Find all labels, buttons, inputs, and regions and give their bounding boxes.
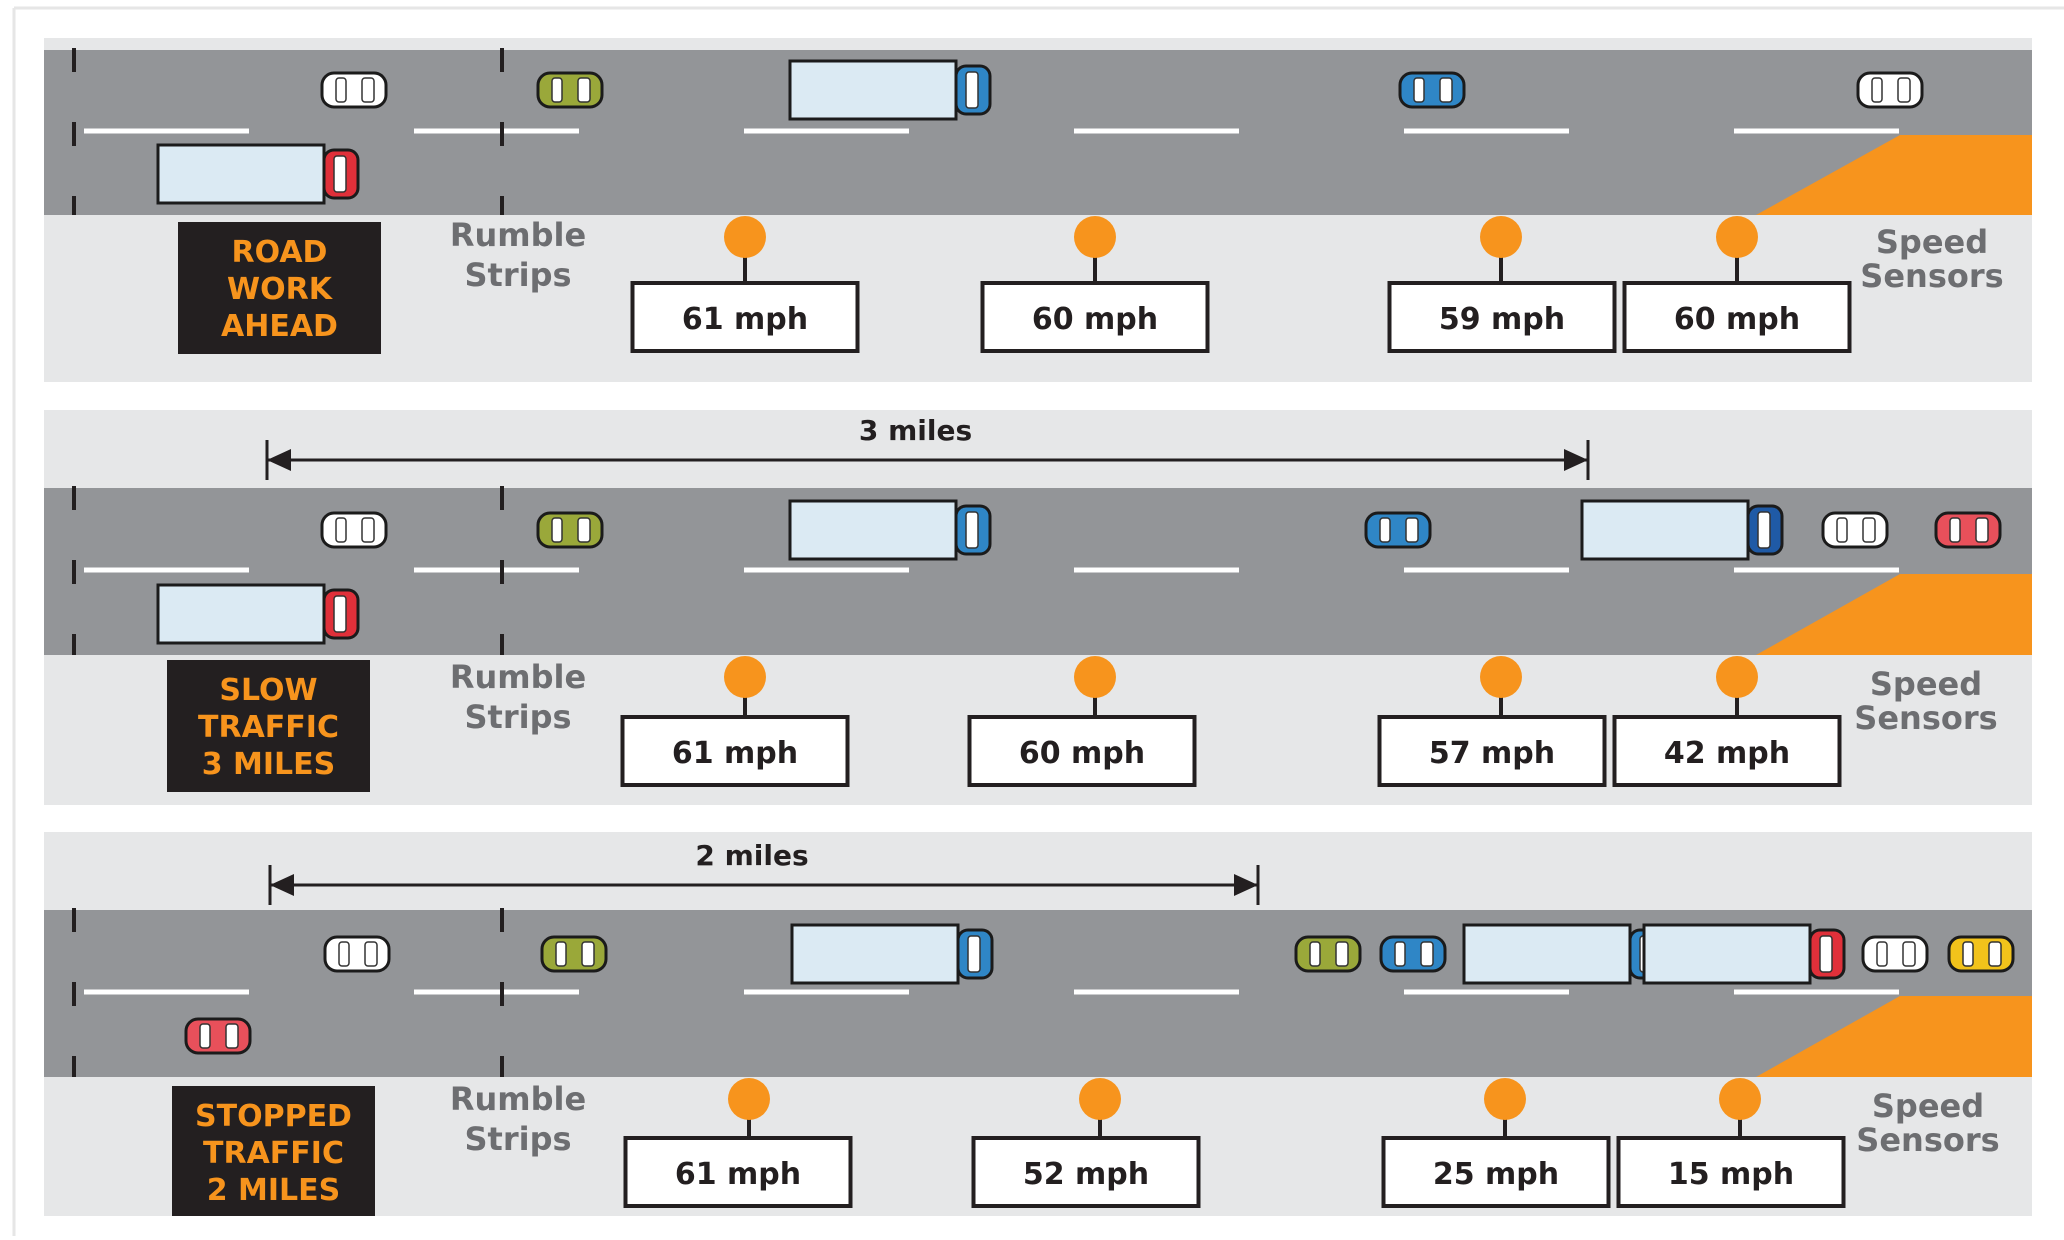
distance-arrow-right [1234,874,1258,896]
speed-readout: 25 mph [1433,1157,1559,1192]
speed-sensor-icon [1074,216,1116,258]
speed-sensor-icon [1480,216,1522,258]
speed-sensor-icon [1484,1078,1526,1120]
speed-readout-box [620,715,850,787]
car [536,71,604,109]
speed-sensor-icon [1079,1078,1121,1120]
speed-readout-box [1377,715,1607,787]
work-zone-taper [1756,135,2032,215]
message-sign [172,1086,375,1216]
car [1398,71,1466,109]
speed-sensor-icon [1074,656,1116,698]
speed-readout: 57 mph [1429,736,1555,771]
speed-sensor-icon [1719,1078,1761,1120]
car [1821,511,1889,549]
speed-readout-box [980,281,1210,353]
car [1861,935,1929,973]
truck [156,143,360,205]
speed-readout-box [1381,1136,1611,1208]
speed-readout-box [623,1136,853,1208]
truck [788,59,992,121]
speed-readout-box [1622,281,1852,353]
speed-sensor-icon [1716,216,1758,258]
speed-sensor-icon [724,656,766,698]
car [1364,511,1432,549]
car [1947,935,2015,973]
speed-readout: 61 mph [682,302,808,337]
truck [156,583,360,645]
truck [1642,923,1846,985]
car [323,935,391,973]
message-sign [178,222,381,354]
speed-sensor-icon [728,1078,770,1120]
truck [1580,499,1784,561]
distance-arrow-left [270,874,294,896]
car [1856,71,1924,109]
speed-readout: 42 mph [1664,736,1790,771]
work-zone-taper [1756,996,2032,1077]
car [320,71,388,109]
speed-readout-box [1616,1136,1846,1208]
car [1934,511,2002,549]
car [320,511,388,549]
truck [1462,923,1666,985]
speed-readout: 61 mph [672,736,798,771]
speed-readout: 60 mph [1019,736,1145,771]
speed-readout: 60 mph [1674,302,1800,337]
speed-readout: 52 mph [1023,1157,1149,1192]
truck [790,923,994,985]
car [540,935,608,973]
speed-sensor-icon [1480,656,1522,698]
speed-readout: 60 mph [1032,302,1158,337]
speed-sensor-icon [1716,656,1758,698]
speed-readout-box [971,1136,1201,1208]
truck [788,499,992,561]
work-zone-taper [1756,574,2032,655]
distance-arrow-right [1564,449,1588,471]
distance-label: 2 miles [695,839,808,872]
car [1379,935,1447,973]
message-sign [167,660,370,792]
speed-readout: 61 mph [675,1157,801,1192]
speed-sensor-icon [724,216,766,258]
speed-readout-box [1387,281,1617,353]
car [1294,935,1362,973]
speed-readout: 59 mph [1439,302,1565,337]
speed-readout: 15 mph [1668,1157,1794,1192]
car [536,511,604,549]
distance-arrow-left [267,449,291,471]
distance-label: 3 miles [859,414,972,447]
speed-readout-box [967,715,1197,787]
car [184,1017,252,1055]
speed-readout-box [1612,715,1842,787]
speed-readout-box [630,281,860,353]
